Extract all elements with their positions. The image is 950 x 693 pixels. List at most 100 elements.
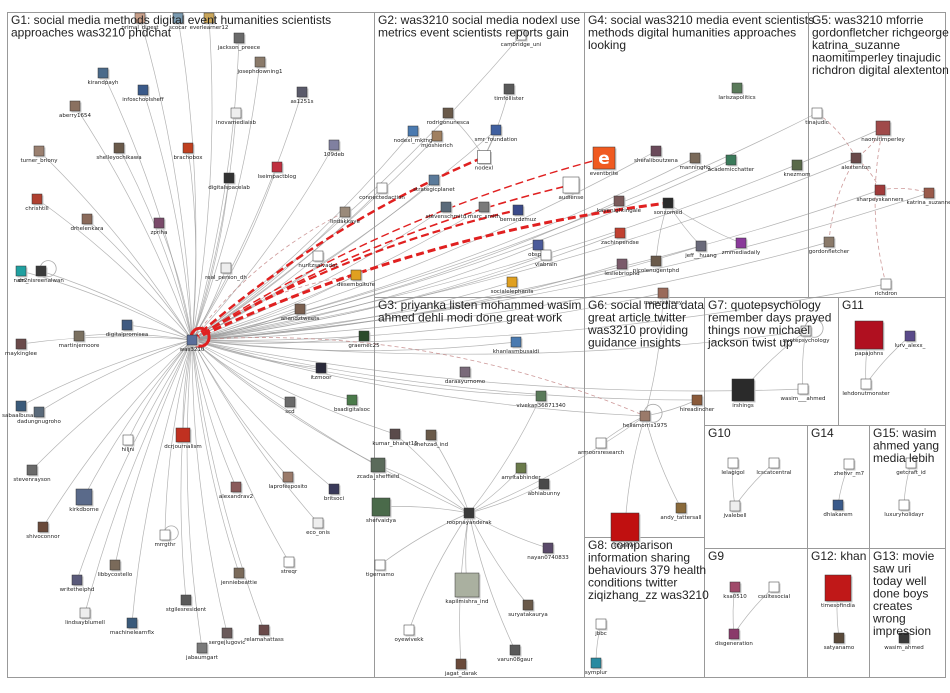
node-jagat_darak[interactable]: jagat_darak (444, 658, 478, 677)
node-socialelephants[interactable]: socialelephants (491, 276, 534, 295)
node-andy_tattersall[interactable]: andy_tattersall (660, 502, 702, 521)
node-nam_[interactable]: nam_ (14, 265, 29, 284)
node-quotepsychology[interactable]: quotepsychology (782, 325, 830, 344)
node-kayenightingale[interactable]: kayenightingale (597, 195, 642, 214)
node-primal_digest[interactable]: primal_digest (121, 12, 159, 31)
node-maykinglee[interactable]: maykinglee (5, 338, 38, 357)
node-lindsayblumell[interactable]: lindsayblumell (65, 607, 105, 626)
node-scd[interactable]: scd (284, 396, 297, 415)
node-libbycostello[interactable]: libbycostello (98, 559, 133, 578)
node-turner_briony[interactable]: turner_briony (20, 145, 58, 164)
node-109deb[interactable]: 109deb (324, 139, 345, 158)
node-lcscatcentral[interactable]: lcscatcentral (756, 457, 792, 476)
node-richdron[interactable]: richdron (875, 278, 898, 297)
node-stgilesresident[interactable]: stgilesresident (166, 594, 207, 613)
node-oyewivekk[interactable]: oyewivekk (394, 624, 424, 643)
node-shefvaidya[interactable]: shefvaidya (366, 497, 396, 524)
node-shivoconnor[interactable]: shivoconnor (26, 521, 60, 540)
node-inovamediaisb[interactable]: inovamediaisb (216, 107, 257, 126)
node-rodrigonunesca[interactable]: rodrigonunesca (427, 107, 470, 126)
node-real_person_dh[interactable]: real_person_dh (205, 262, 247, 281)
node-digitalpromisea[interactable]: digitalpromisea (106, 319, 149, 338)
node-timfollister[interactable]: timfollister (494, 83, 525, 102)
node-naomitimperley[interactable]: naomitimperley (861, 120, 905, 143)
node-hiljni[interactable]: hiljni (121, 434, 135, 453)
node-vivekan36871340[interactable]: vivekan36871340 (516, 390, 566, 409)
node-amritabhinder[interactable]: amritabhinder (501, 462, 541, 481)
node-machinelearnflx[interactable]: machinelearnflx (110, 617, 155, 636)
node-vlabrain[interactable]: vlabrain (535, 249, 558, 268)
node-drhelenkara[interactable]: drhelenkara (70, 213, 104, 232)
node-kumar_bharat15[interactable]: kumar_bharat15 (372, 428, 418, 447)
node-skynews[interactable]: skynews (610, 512, 641, 549)
node-mjoshierich[interactable]: mjoshierich (421, 130, 453, 149)
node-hireadincher[interactable]: hireadincher (680, 394, 715, 413)
node-knezmom[interactable]: knezmom (783, 159, 811, 178)
node-zmmediadaily[interactable]: zmmediadaily (722, 237, 761, 256)
node-kirandpayh[interactable]: kirandpayh (88, 67, 119, 86)
node-zhehvr_m7[interactable]: zhehvr_m7 (834, 458, 865, 477)
node-digitalspacelab[interactable]: digitalspacelab (208, 172, 250, 191)
node-jabaumgart[interactable]: jabaumgart (185, 642, 219, 661)
node-as1251s[interactable]: as1251s (290, 86, 314, 105)
node-dhiakarem[interactable]: dhiakarem (823, 499, 853, 518)
node-jbbc[interactable]: jbbc (594, 618, 608, 637)
node-shehzad_ind[interactable]: shehzad_ind (414, 429, 448, 448)
node-sabaalbusaidi[interactable]: sabaalbusaidi (2, 400, 40, 419)
node-meganranney[interactable]: meganranney (644, 287, 683, 306)
node-bsadigitalsoc[interactable]: bsadigitalsoc (334, 394, 370, 413)
node-alexandrav2[interactable]: alexandrav2 (219, 481, 253, 500)
node-everlearner12[interactable]: everlearner12 (190, 12, 229, 31)
node-tinajudic[interactable]: tinajudic (805, 107, 829, 126)
node-kapilmishra_ind[interactable]: kapilmishra_ind (445, 572, 489, 605)
node-lesliebriophd[interactable]: lesliebriophd (604, 258, 640, 277)
node-scocar[interactable]: scocar (169, 12, 188, 31)
node-varun08gaur[interactable]: varun08gaur (497, 644, 533, 663)
node-shefaliboutzena[interactable]: shefaliboutzena (634, 145, 678, 164)
node-zpriha[interactable]: zpriha (150, 217, 168, 236)
node-obspay[interactable]: obspay (528, 239, 549, 258)
node-sonxomed[interactable]: sonxomed (654, 197, 682, 216)
node-dcrjournalism[interactable]: dcrjournalism (164, 427, 202, 450)
node-ksa0510[interactable]: ksa0510 (723, 581, 747, 600)
node-aberry1654[interactable]: aberry1654 (59, 100, 91, 119)
node-itzmoor[interactable]: itzmoor (311, 362, 333, 381)
node-smr_foundation[interactable]: smr_foundation (475, 124, 518, 143)
node-graemec25[interactable]: graemec25 (348, 330, 380, 349)
node-chrishtill[interactable]: chrishtill (25, 193, 49, 212)
node-writetheiphd[interactable]: writetheiphd (60, 574, 95, 593)
node-luxuryholidayr[interactable]: luxuryholidayr (884, 499, 925, 518)
node-connectedaction[interactable]: connectedaction (359, 182, 405, 201)
node-desembolture[interactable]: desembolture (337, 269, 376, 288)
node-tigernamo[interactable]: tigernamo (366, 559, 395, 578)
node-nicolenugentphd[interactable]: nicolenugentphd (633, 255, 679, 274)
node-wasim___ahmed[interactable]: wasim___ahmed (781, 383, 826, 402)
node-katrina_suzanne[interactable]: katrina_suzanne (907, 187, 950, 206)
node-csultesocial[interactable]: csultesocial (758, 581, 791, 600)
node-lariszapolitics[interactable]: lariszapolitics (718, 82, 756, 101)
node-hellamorris1975[interactable]: hellamorris1975 (623, 410, 668, 429)
node-shelleyochikawa[interactable]: shelleyochikawa (96, 142, 142, 161)
node-lehdonutmonster[interactable]: lehdonutmonster (842, 378, 890, 397)
node-britsoci[interactable]: britsoci (324, 483, 345, 502)
node-anandztweets[interactable]: anandztweets (281, 303, 320, 322)
node-eco_onis[interactable]: eco_onis (306, 517, 330, 536)
node-disgeneration[interactable]: disgeneration (715, 628, 753, 647)
node-audiense[interactable]: audiense (559, 176, 585, 201)
node-wasim_ahmed[interactable]: wasim_ahmed (884, 632, 924, 651)
node-jeff__huang[interactable]: jeff__huang (684, 240, 717, 259)
node-nuritzsalvador[interactable]: nuritzsalvador (298, 250, 338, 269)
node-lindakkaye[interactable]: lindakkaye (330, 206, 360, 225)
node-daraayurnomo[interactable]: daraayurnomo (445, 366, 486, 385)
node-abhiabunny[interactable]: abhiabunny (528, 478, 561, 497)
node-streqr[interactable]: streqr (281, 556, 298, 575)
node-lseimpactblog[interactable]: lseimpactblog (258, 161, 297, 180)
node-khanlasmbusaidi[interactable]: khanlasmbusaidi (493, 336, 540, 355)
node-strategicplanet[interactable]: strategicplanet (413, 174, 456, 193)
node-getcraft_id[interactable]: getcraft_id (896, 457, 926, 476)
node-jvalebell[interactable]: jvalebell (723, 500, 747, 519)
node-jenniebeattie[interactable]: jenniebeattie (220, 567, 258, 586)
node-satyanamo[interactable]: satyanamo (824, 632, 855, 651)
node-cambridge_uni[interactable]: cambridge_uni (501, 29, 542, 48)
